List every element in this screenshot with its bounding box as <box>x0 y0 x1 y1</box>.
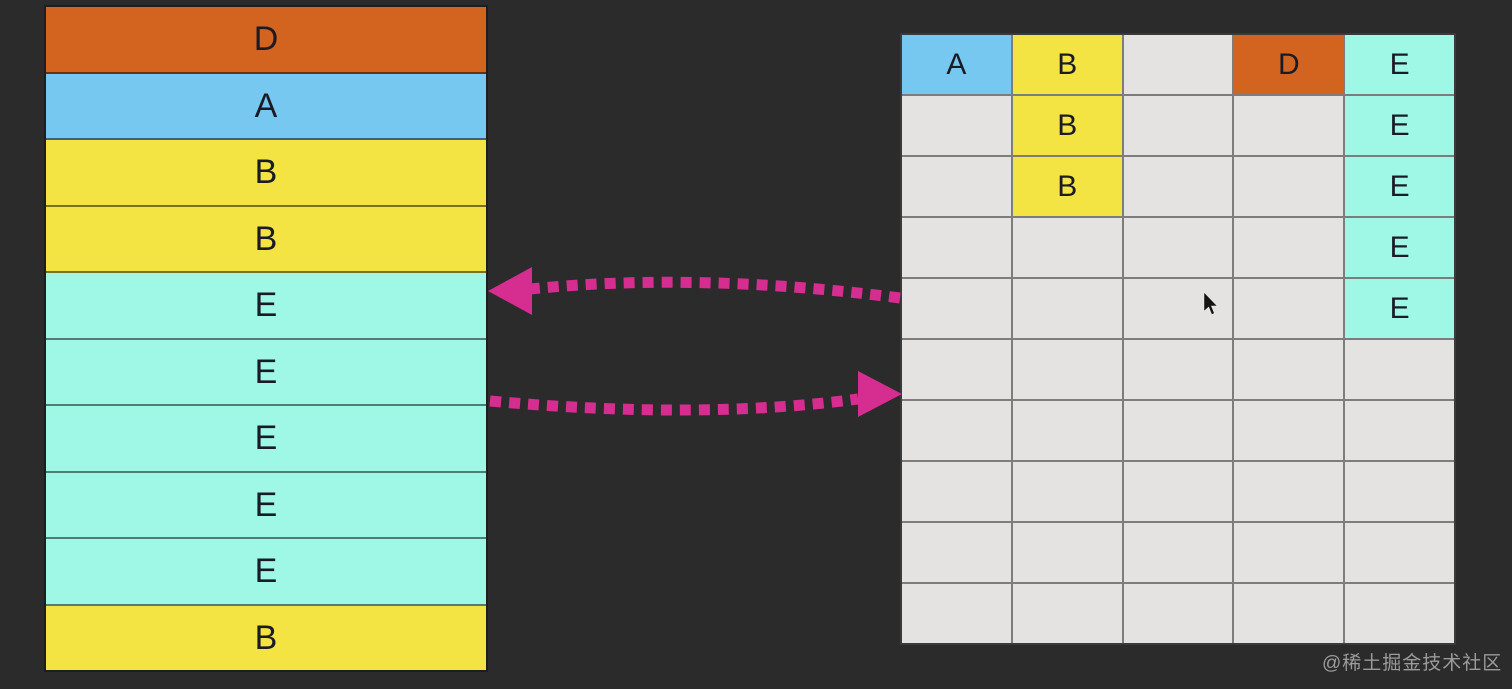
grid-cell-empty <box>1123 96 1233 155</box>
grid-cell-label: E <box>1389 47 1410 81</box>
grid-cell-empty <box>1012 218 1122 277</box>
dashed-arrow-right <box>489 371 902 417</box>
grid-cell-empty <box>1345 401 1454 460</box>
grid-cell-empty <box>1123 218 1233 277</box>
stack-row-e: E <box>46 406 486 473</box>
grid-cell-empty <box>1012 401 1122 460</box>
grid-cell-empty <box>1123 401 1233 460</box>
stack-row-b: B <box>46 140 486 207</box>
stack-row-e: E <box>46 472 486 539</box>
grid-cell-empty <box>1123 462 1233 521</box>
stack-row-label: A <box>254 86 278 125</box>
grid-cell-empty <box>1234 523 1344 582</box>
watermark: @稀土掘金技术社区 <box>1322 653 1503 674</box>
stack-row-b: B <box>46 605 486 670</box>
grid-cell-e: E <box>1345 218 1454 277</box>
grid-cell-d: D <box>1234 35 1344 94</box>
grid-cell-empty <box>1123 340 1233 399</box>
grid-cell-label: B <box>1057 47 1078 81</box>
grid-cell-b: B <box>1012 96 1122 155</box>
grid-cell-label: E <box>1389 108 1410 142</box>
grid-cell-empty <box>1123 35 1233 94</box>
grid-cell-label: E <box>1389 230 1410 264</box>
grid-cell-empty <box>1012 279 1122 338</box>
grid-cell-a: A <box>902 35 1011 94</box>
stack-row-label: E <box>254 552 278 591</box>
grid-cell-empty <box>1234 462 1344 521</box>
grid-cell-empty <box>1123 279 1233 338</box>
dashed-arrow-left-shaft <box>529 276 901 304</box>
grid-cell-e: E <box>1345 157 1454 216</box>
grid-cell-empty <box>902 279 1011 338</box>
grid-cell-empty <box>1234 96 1344 155</box>
arrowhead-right-icon <box>858 371 902 417</box>
dashed-arrow-left <box>488 267 901 315</box>
stack-row-a: A <box>46 73 486 140</box>
stack-row-e: E <box>46 539 486 606</box>
grid-cell-e: E <box>1345 96 1454 155</box>
grid-cell-empty <box>1345 462 1454 521</box>
grid-cell-empty <box>1234 584 1344 643</box>
stack-row-label: E <box>254 419 278 458</box>
grid-cell-empty <box>1234 340 1344 399</box>
grid-cell-empty <box>1123 523 1233 582</box>
stack-row-label: B <box>254 153 278 192</box>
grid-cell-empty <box>1234 279 1344 338</box>
stack-row-label: E <box>254 286 278 325</box>
grid-cell-label: D <box>1277 47 1300 81</box>
grid-cell-empty <box>1012 340 1122 399</box>
arrowhead-left-icon <box>488 267 532 315</box>
grid-cell-empty <box>1345 340 1454 399</box>
grid-cell-empty <box>902 584 1011 643</box>
grid-cell-label: B <box>1057 108 1078 142</box>
grid-cell-empty <box>1234 401 1344 460</box>
grid-cell-label: A <box>946 47 967 81</box>
grid-cell-empty <box>902 401 1011 460</box>
grid-cell-empty <box>1012 462 1122 521</box>
grid-cell-empty <box>1123 584 1233 643</box>
grid-cell-b: B <box>1012 35 1122 94</box>
grid-cell-empty <box>1012 523 1122 582</box>
grid-cell-empty <box>902 96 1011 155</box>
stack-row-e: E <box>46 273 486 340</box>
grid-cell-label: E <box>1389 291 1410 325</box>
grid-cell-empty <box>1234 218 1344 277</box>
grid-cell-empty <box>902 218 1011 277</box>
grid-cell-empty <box>1234 157 1344 216</box>
grid-cell-label: B <box>1057 169 1078 203</box>
stack-row-b: B <box>46 206 486 273</box>
grid-cell-empty <box>902 462 1011 521</box>
stack-row-label: B <box>254 618 278 657</box>
grid-cell-e: E <box>1345 279 1454 338</box>
stack-row-label: E <box>254 485 278 524</box>
stack-row-e: E <box>46 339 486 406</box>
grid-cell-label: E <box>1389 169 1410 203</box>
grid-cell-empty <box>1012 584 1122 643</box>
grid-cell-empty <box>1345 584 1454 643</box>
grid-cell-empty <box>902 157 1011 216</box>
grid-cell-b: B <box>1012 157 1122 216</box>
grid-cell-empty <box>902 523 1011 582</box>
grid-cell-empty <box>1345 523 1454 582</box>
stack-row-label: E <box>254 352 278 391</box>
grid-cell-empty <box>1123 157 1233 216</box>
grid-cell-e: E <box>1345 35 1454 94</box>
stack-row-label: B <box>254 219 278 258</box>
stack-row-label: D <box>253 20 279 59</box>
stack-row-d: D <box>46 7 486 74</box>
dashed-arrow-right-shaft <box>489 393 859 416</box>
grid-cell-empty <box>902 340 1011 399</box>
